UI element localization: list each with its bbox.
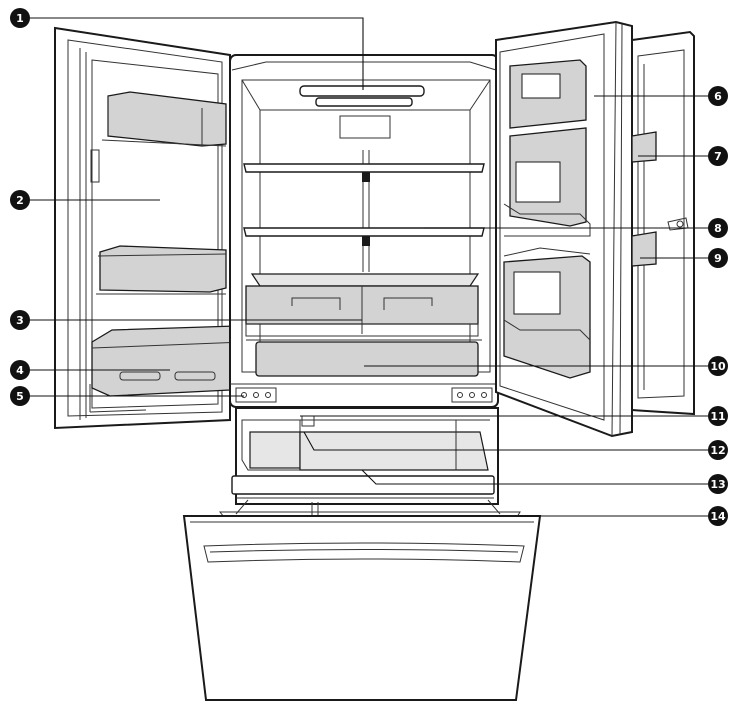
callout-4: 4 [10,360,30,380]
callout-12: 12 [708,440,728,460]
right-door-upper-bins [503,59,591,237]
svg-text:9: 9 [714,252,722,265]
leader-lines [28,17,708,517]
callout-7: 7 [708,146,728,166]
callout-2: 2 [10,190,30,210]
svg-text:12: 12 [710,444,725,457]
door-bin-small-upper [631,131,657,163]
fridge-shelf-upper [243,163,485,173]
fridge-cabinet [229,54,499,408]
svg-text:5: 5 [16,390,24,403]
callout-3: 3 [10,310,30,330]
control-panel-right [451,387,493,403]
svg-text:3: 3 [16,314,24,327]
svg-text:6: 6 [714,90,722,103]
right-door-outer-panel [631,30,695,416]
freezer-drawer-handle [203,542,525,563]
right-door-lower-bins [503,247,591,379]
svg-text:7: 7 [714,150,722,163]
right-door [495,20,633,438]
callout-11: 11 [708,406,728,426]
door-bin-small-lower [631,231,657,267]
callout-9: 9 [708,248,728,268]
fridge-shelf-middle [243,227,485,237]
callout-10: 10 [708,356,728,376]
freezer-compartment [231,407,499,505]
svg-text:8: 8 [714,222,722,235]
left-door-middle-bin [96,245,227,295]
svg-text:1: 1 [16,12,24,25]
callout-13: 13 [708,474,728,494]
left-door-lower-bin [91,325,245,397]
svg-text:2: 2 [16,194,24,207]
freezer-drawer [182,499,542,701]
callout-8: 8 [708,218,728,238]
svg-text:10: 10 [710,360,726,373]
control-panel-left [235,387,277,403]
svg-text:4: 4 [16,364,24,377]
svg-text:14: 14 [710,510,726,523]
callout-14: 14 [708,506,728,526]
pantry-drawer [246,339,482,377]
callout-5: 5 [10,386,30,406]
left-door [54,26,245,430]
crisper-drawers [245,273,480,337]
callout-1: 1 [10,8,30,28]
callout-6: 6 [708,86,728,106]
svg-text:11: 11 [710,410,725,423]
left-door-upper-bin [101,91,227,147]
svg-text:13: 13 [710,478,725,491]
ceiling-light [299,85,425,139]
freezer-upper-drawer [241,415,490,471]
